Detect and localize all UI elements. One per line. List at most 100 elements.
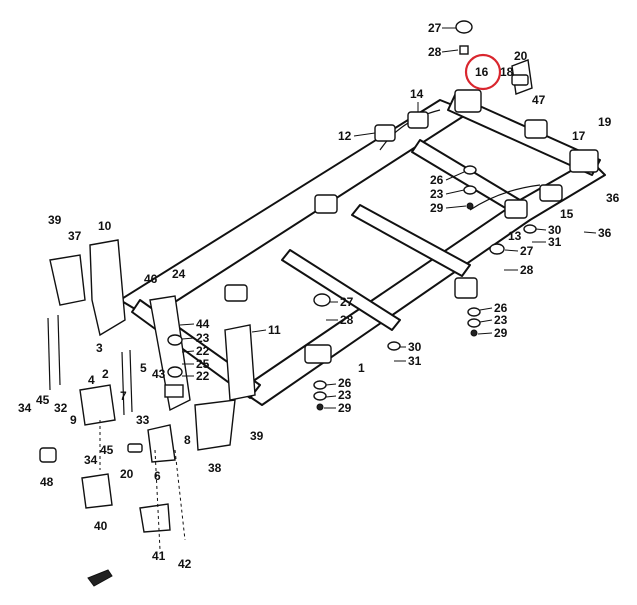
mid-cross-member bbox=[351, 204, 471, 277]
callout-37: 37 bbox=[68, 229, 82, 243]
callout-7: 7 bbox=[120, 389, 127, 403]
leader-36b bbox=[583, 231, 597, 234]
washer-28-icon bbox=[459, 45, 469, 55]
callout-30b: 30 bbox=[408, 340, 422, 354]
rear-arch bbox=[379, 109, 441, 151]
rear-arch-right bbox=[469, 184, 541, 211]
leader-28 bbox=[441, 49, 459, 53]
guard-38 bbox=[194, 399, 236, 451]
callout-17: 17 bbox=[572, 129, 586, 143]
rear-corner-mount bbox=[569, 149, 599, 173]
callout-13: 13 bbox=[508, 229, 522, 243]
callout-38: 38 bbox=[208, 461, 222, 475]
callout-2: 2 bbox=[102, 367, 109, 381]
cab-mount-mid bbox=[314, 194, 338, 214]
leader-29b bbox=[477, 332, 493, 335]
callout-43: 43 bbox=[152, 367, 166, 381]
callout-11: 11 bbox=[268, 323, 281, 337]
callout-4: 4 bbox=[88, 373, 95, 387]
callout-3: 3 bbox=[96, 341, 103, 355]
callout-10: 10 bbox=[98, 219, 112, 233]
callout-6: 6 bbox=[154, 469, 161, 483]
leader-26c bbox=[325, 383, 337, 386]
bolt-29 bbox=[466, 202, 474, 210]
callout-5: 5 bbox=[140, 361, 147, 375]
callout-27b: 27 bbox=[520, 244, 534, 258]
callout-48: 48 bbox=[40, 475, 54, 489]
bracket-41 bbox=[139, 503, 171, 533]
cab-mount-47 bbox=[524, 119, 548, 139]
callout-39b: 39 bbox=[250, 429, 264, 443]
front-arrow-icon bbox=[87, 569, 113, 587]
ladder-frame bbox=[119, 89, 606, 406]
mount-43 bbox=[164, 384, 184, 398]
callout-31a: 31 bbox=[548, 235, 562, 249]
leader-44 bbox=[179, 323, 195, 326]
rear-hardware bbox=[313, 20, 537, 411]
callout-45a: 45 bbox=[36, 393, 50, 407]
leader-12 bbox=[353, 132, 376, 137]
callout-31b: 31 bbox=[408, 354, 422, 368]
rod-7b bbox=[129, 349, 133, 413]
callout-22b: 22 bbox=[196, 369, 210, 383]
callout-18: 18 bbox=[500, 65, 514, 79]
highlight-circle bbox=[464, 53, 502, 91]
bracket-10 bbox=[89, 239, 126, 337]
callouts: 27 28 16 18 20 14 47 19 17 12 26 23 29 3… bbox=[18, 21, 620, 571]
callout-23a: 23 bbox=[430, 187, 444, 201]
front-mount-left bbox=[224, 284, 248, 302]
callout-9: 9 bbox=[70, 413, 77, 427]
rear-cross-member bbox=[447, 94, 601, 176]
dashed-guide-42 bbox=[174, 449, 186, 541]
callout-15: 15 bbox=[560, 207, 574, 221]
leader-23b bbox=[479, 319, 493, 323]
leader-23a bbox=[445, 189, 465, 195]
bracket-9 bbox=[79, 384, 116, 426]
callout-39a: 39 bbox=[48, 213, 62, 227]
callout-29a: 29 bbox=[430, 201, 444, 215]
callout-26a: 26 bbox=[430, 173, 444, 187]
washer-23d bbox=[313, 391, 327, 401]
leader-26b bbox=[479, 307, 493, 311]
callout-34a: 34 bbox=[18, 401, 32, 415]
rear-mount-right bbox=[454, 277, 478, 299]
leader-26a bbox=[445, 171, 465, 181]
leader-30a bbox=[535, 228, 547, 231]
rod-32 bbox=[47, 317, 51, 391]
callout-41: 41 bbox=[152, 549, 166, 563]
washer-23 bbox=[463, 185, 477, 195]
cab-mount-15 bbox=[539, 184, 563, 202]
callout-44: 44 bbox=[196, 317, 210, 331]
leader-29a bbox=[445, 205, 467, 209]
cushion-26 bbox=[463, 165, 477, 175]
bushing-48 bbox=[39, 447, 57, 463]
callout-42: 42 bbox=[178, 557, 192, 571]
callout-19: 19 bbox=[598, 115, 612, 129]
callout-27c: 27 bbox=[340, 295, 354, 309]
bracket-46 bbox=[149, 295, 191, 412]
callout-25: 25 bbox=[196, 357, 210, 371]
bolt-29b bbox=[470, 329, 478, 337]
leader-23c bbox=[181, 337, 195, 340]
bracket-37 bbox=[49, 254, 86, 306]
callout-12: 12 bbox=[338, 129, 352, 143]
callout-28: 28 bbox=[428, 45, 442, 59]
cushion-27-icon bbox=[455, 20, 473, 34]
washer-30a bbox=[523, 224, 537, 234]
callout-20b: 20 bbox=[120, 467, 134, 481]
dashed-guide-41 bbox=[154, 449, 161, 551]
callout-20: 20 bbox=[514, 49, 528, 63]
rear-mount-left bbox=[454, 89, 482, 113]
cab-mount-12 bbox=[374, 124, 396, 142]
callout-27: 27 bbox=[428, 21, 442, 35]
callout-23d: 23 bbox=[338, 388, 352, 402]
cushion-26b bbox=[467, 307, 481, 317]
callout-33: 33 bbox=[136, 413, 150, 427]
callout-14: 14 bbox=[410, 87, 424, 101]
callout-36a: 36 bbox=[606, 191, 620, 205]
leader-11 bbox=[251, 329, 267, 333]
cab-mount-14 bbox=[407, 111, 429, 129]
callout-22a: 22 bbox=[196, 344, 210, 358]
